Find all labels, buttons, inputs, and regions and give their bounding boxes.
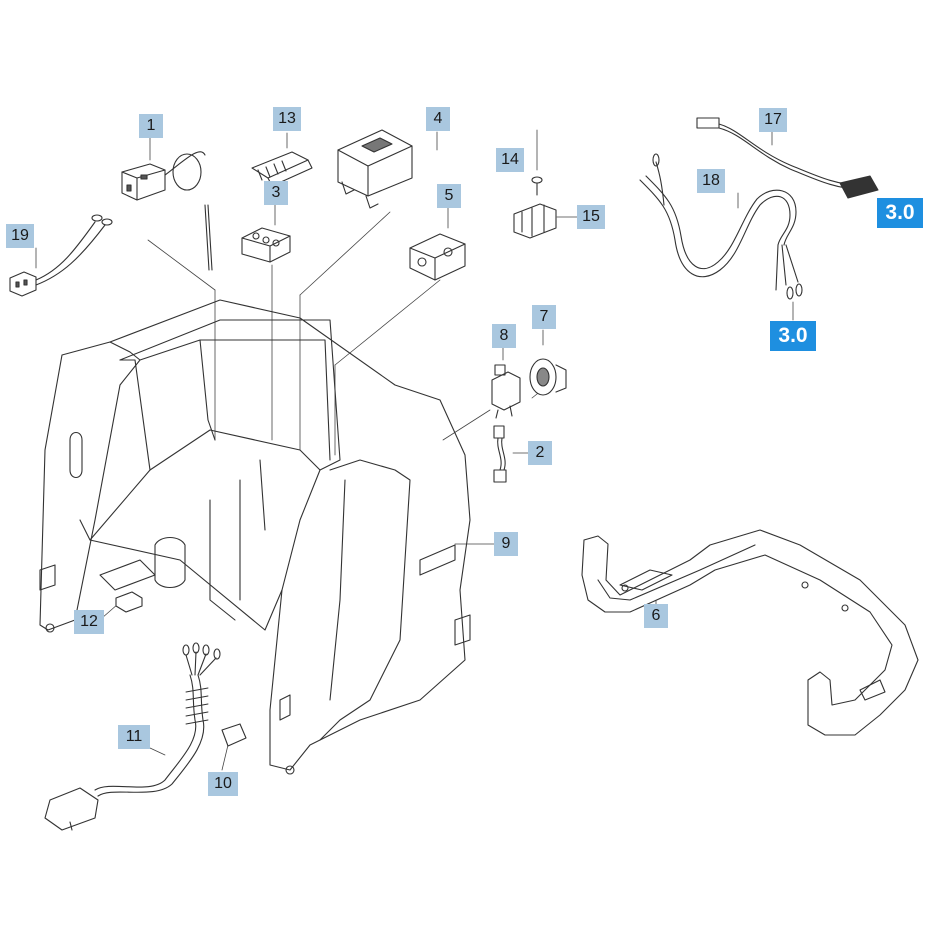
part-12-clip bbox=[115, 591, 143, 613]
part-11-power-cord bbox=[44, 642, 221, 831]
callout-17: 17 bbox=[759, 108, 787, 132]
part-2-harness bbox=[493, 425, 507, 483]
part-10-strain-relief bbox=[221, 723, 247, 747]
part-3-terminal-block bbox=[241, 227, 291, 263]
callout-15: 15 bbox=[577, 205, 605, 229]
callout-8: 8 bbox=[492, 324, 516, 348]
callout-1: 1 bbox=[139, 114, 163, 138]
callout-5: 5 bbox=[437, 184, 461, 208]
part-14-screw bbox=[531, 176, 543, 196]
reference-3-0-upper[interactable]: 3.0 bbox=[877, 198, 923, 228]
callout-4: 4 bbox=[426, 107, 450, 131]
callout-12: 12 bbox=[74, 610, 104, 634]
callout-14: 14 bbox=[496, 148, 524, 172]
part-13-terminal-strip bbox=[251, 151, 313, 187]
callout-6: 6 bbox=[644, 604, 668, 628]
leader-lines bbox=[35, 129, 794, 771]
part-17-cable bbox=[696, 117, 879, 199]
callout-9: 9 bbox=[494, 532, 518, 556]
part-5-bracket bbox=[409, 233, 466, 281]
main-housing bbox=[39, 299, 471, 775]
part-19-connector bbox=[9, 214, 113, 297]
callout-19: 19 bbox=[6, 224, 34, 248]
reference-3-0-lower[interactable]: 3.0 bbox=[770, 321, 816, 351]
callout-3: 3 bbox=[264, 181, 288, 205]
part-15-clip bbox=[513, 203, 557, 239]
part-18-cable bbox=[639, 153, 803, 300]
callout-13: 13 bbox=[273, 107, 301, 131]
callout-18: 18 bbox=[697, 169, 725, 193]
part-7-knob bbox=[529, 358, 567, 396]
part-6-handle bbox=[581, 529, 919, 736]
callout-7: 7 bbox=[532, 305, 556, 329]
part-8-switch bbox=[491, 364, 521, 419]
part-1-timer bbox=[121, 151, 213, 271]
callout-10: 10 bbox=[208, 772, 238, 796]
callout-2: 2 bbox=[528, 441, 552, 465]
callout-11: 11 bbox=[118, 725, 150, 749]
part-4-transformer bbox=[337, 129, 413, 209]
